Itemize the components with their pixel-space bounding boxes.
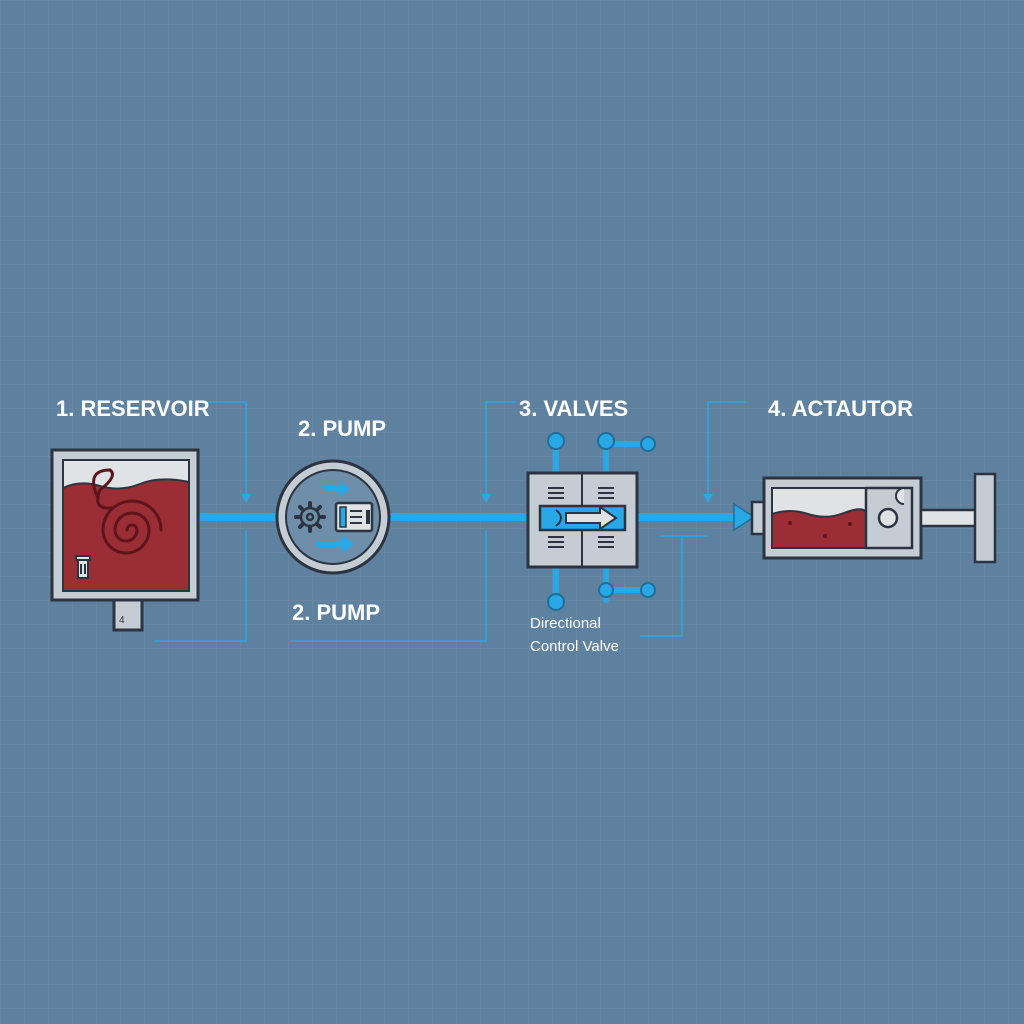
gear-icon	[294, 501, 326, 533]
label-actuator: 4. ACTAUTOR	[768, 396, 913, 421]
valve-port-arc	[555, 509, 562, 527]
actuator-fluid	[771, 508, 867, 549]
pump	[275, 459, 391, 575]
piston-bolt	[877, 507, 899, 529]
motor-icon	[334, 501, 374, 533]
flow-arrowhead	[733, 502, 756, 532]
leader-actuator	[707, 401, 746, 498]
leader-dcv	[640, 536, 683, 637]
pump-inner	[285, 469, 381, 565]
leader-actuator-arrow	[703, 494, 713, 503]
leader-reservoir-bottom	[155, 530, 247, 642]
label-valves: 3. VALVES	[519, 396, 628, 421]
label-dcv-line2: Control Valve	[530, 638, 619, 655]
actuator	[750, 472, 997, 564]
leader-valves	[485, 401, 516, 498]
swirl-icon	[92, 468, 163, 555]
flow-arrow-icon	[316, 481, 354, 553]
label-dcv-line1: Directional	[530, 615, 601, 632]
fluid-bubbles	[788, 521, 852, 538]
directional-control-valve	[526, 432, 656, 611]
label-reservoir: 1. RESERVOIR	[56, 396, 210, 421]
trash-icon	[75, 555, 91, 579]
leader-lines	[155, 401, 746, 642]
rod-end-plate	[973, 472, 997, 564]
piston-rod	[919, 508, 979, 528]
leader-valves-arrow	[481, 494, 491, 503]
leader-reservoir	[205, 401, 247, 498]
flow-line	[196, 502, 756, 532]
spring-icon	[548, 487, 614, 548]
piston-notch	[895, 487, 905, 505]
reservoir: 4	[50, 448, 200, 632]
leader-reservoir-arrow	[241, 494, 251, 503]
port-number: 4	[119, 615, 125, 626]
valve-handles	[547, 432, 656, 611]
label-pump-bottom: 2. PUMP	[292, 600, 380, 625]
valve-flow-arrow	[565, 505, 618, 531]
leader-pump-bottom	[290, 530, 487, 642]
reservoir-fluid	[62, 478, 190, 592]
label-pump-top: 2. PUMP	[298, 416, 386, 441]
